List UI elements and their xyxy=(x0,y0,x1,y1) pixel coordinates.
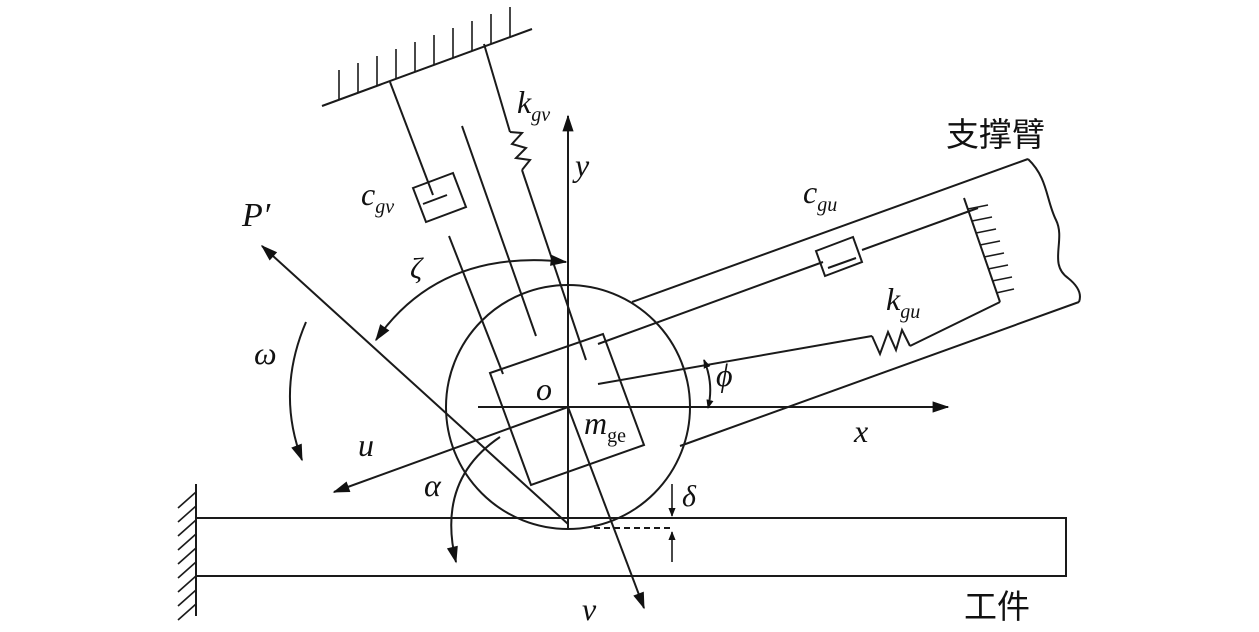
axis-v xyxy=(567,406,645,610)
support-arm xyxy=(631,158,1081,447)
label-o: o xyxy=(536,371,552,407)
angle-alpha-arc xyxy=(446,436,501,564)
wall-support xyxy=(177,484,197,621)
mass-block xyxy=(488,332,646,487)
label-k-gu: kgu xyxy=(886,281,920,323)
omega-arc xyxy=(288,321,307,462)
angle-zeta-arc xyxy=(375,254,568,342)
label-zeta: ζ xyxy=(410,252,424,285)
label-support-arm: 支撑臂 xyxy=(946,115,1045,154)
label-u: u xyxy=(358,427,374,463)
label-m-ge: mge xyxy=(584,405,626,447)
axis-u xyxy=(332,406,569,493)
damper-cgv xyxy=(389,81,504,375)
label-x: x xyxy=(853,413,868,449)
label-y: y xyxy=(572,147,590,183)
delta-indicator xyxy=(594,484,676,562)
label-alpha: α xyxy=(424,467,442,503)
label-phi: ϕ xyxy=(716,357,733,393)
label-p-prime: P′ xyxy=(241,197,271,234)
spring-kgv xyxy=(483,43,587,361)
label-k-gv: kgv xyxy=(517,84,550,126)
label-delta: δ xyxy=(682,480,697,513)
label-omega: ω xyxy=(254,335,277,371)
top-ground xyxy=(321,7,533,107)
workpiece xyxy=(195,517,1067,577)
label-c-gu: cgu xyxy=(803,174,837,216)
label-v: v xyxy=(582,591,597,627)
damper-cgu xyxy=(597,207,979,345)
spring-kgu xyxy=(597,301,1001,385)
right-ground xyxy=(963,197,1015,303)
guide-line xyxy=(461,125,537,337)
label-workpiece: 工件 xyxy=(964,587,1030,626)
force-p-prime xyxy=(260,245,569,525)
angle-phi-arc xyxy=(703,359,714,409)
label-c-gv: cgv xyxy=(361,176,394,218)
